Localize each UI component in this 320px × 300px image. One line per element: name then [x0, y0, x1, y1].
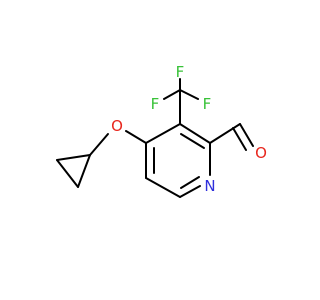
bond-c2-cho: [209, 123, 241, 144]
atom-label-fluorine-left: F: [151, 95, 160, 113]
bond-cf3-fright: [179, 89, 199, 100]
bond-c3-c2: [179, 123, 211, 144]
bond-cp-a: [77, 154, 91, 188]
bond-o-cp: [89, 133, 109, 156]
atom-label-ring-nitrogen: N: [204, 177, 215, 195]
bond-cp-b: [56, 154, 91, 161]
atom-label-ether-oxygen: O: [111, 117, 123, 135]
bond-cho-o-double: [232, 127, 247, 151]
chemical-structure: N O O F F F: [56, 63, 267, 198]
atom-label-fluorine-right: F: [203, 95, 212, 113]
bond-n1-c6: [179, 185, 201, 198]
bond-n1-c6-inner: [180, 176, 200, 189]
bond-cf3-fleft: [163, 89, 181, 100]
structure-canvas: N O O F F F: [56, 63, 267, 198]
bond-cho-o: [239, 123, 254, 147]
bond-c6-c5: [145, 177, 181, 198]
atom-label-aldehyde-oxygen: O: [255, 144, 267, 162]
bond-c3-c2-inner: [180, 133, 205, 149]
bond-c4-o: [125, 130, 147, 144]
bond-c4-c3: [145, 123, 181, 144]
atom-label-fluorine-top: F: [176, 63, 185, 81]
bond-cp-c: [56, 159, 79, 188]
